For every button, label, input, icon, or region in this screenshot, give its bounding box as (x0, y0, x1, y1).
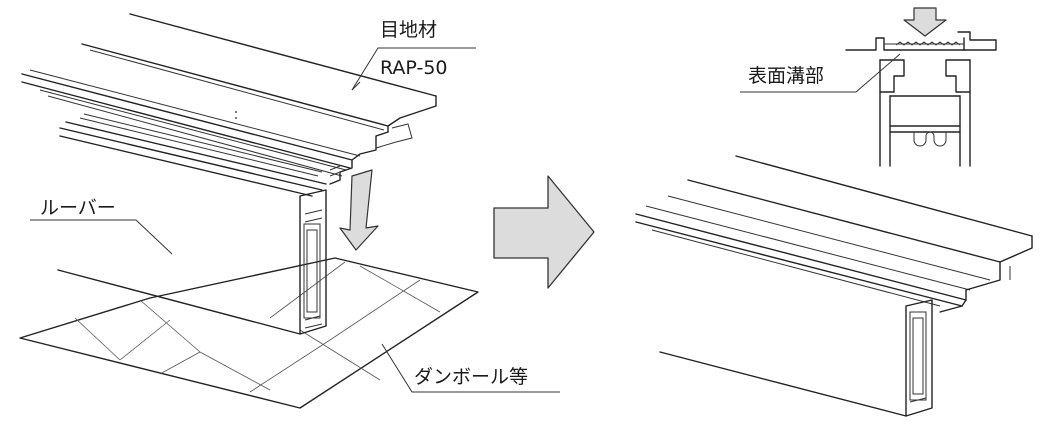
cardboard-label: ダンボール等 (414, 366, 528, 388)
louver-body (57, 113, 327, 335)
press-arrow-icon (903, 7, 947, 37)
label-cardboard: ダンボール等 (381, 343, 560, 393)
down-arrow-icon (339, 169, 379, 251)
label-louver: ルーバー (30, 197, 173, 255)
cardboard-sheet (19, 257, 479, 409)
joint-material-label: 目地材 (380, 19, 437, 41)
joint-model-label: RAP-50 (380, 57, 448, 79)
label-surface-groove: 表面溝部 (740, 53, 901, 93)
assembled-louver (635, 155, 1033, 417)
right-arrow-icon (493, 175, 595, 289)
joint-material-profile (21, 13, 437, 185)
label-joint-material: 目地材 RAP-50 (351, 19, 476, 91)
cross-section-detail (845, 7, 997, 167)
louver-label: ルーバー (40, 197, 116, 219)
surface-groove-label: 表面溝部 (748, 65, 824, 87)
